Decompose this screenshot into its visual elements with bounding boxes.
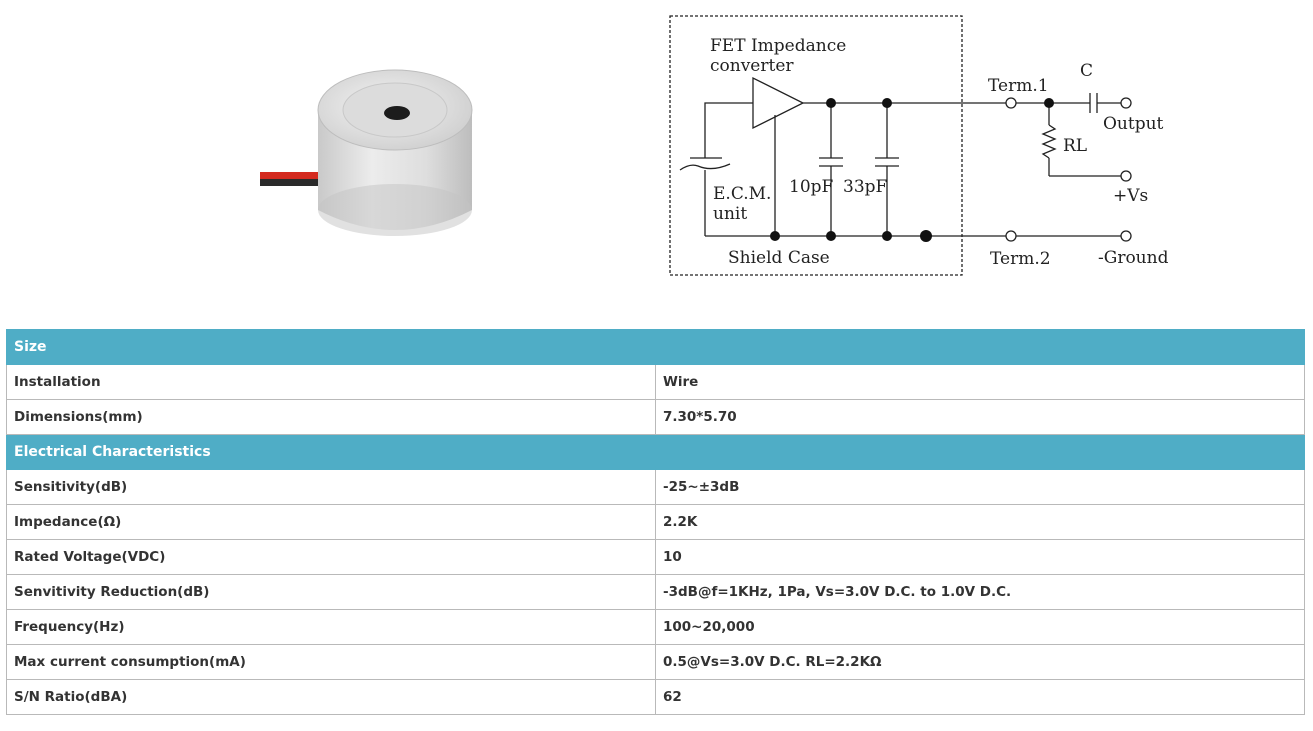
spec-label: Max current consumption(mA) [6,644,656,680]
spec-label: S/N Ratio(dBA) [6,679,656,715]
term1-label: Term.1 [988,76,1049,96]
spec-value: -3dB@f=1KHz, 1Pa, Vs=3.0V D.C. to 1.0V D… [655,574,1305,610]
spec-label: Impedance(Ω) [6,504,656,540]
ground-label: -Ground [1098,248,1169,268]
capacitor-33pf-label: 33pF [843,177,888,197]
table-row: Installation Wire [6,364,1305,400]
spec-value: 2.2K [655,504,1305,540]
spec-value: 10 [655,539,1305,575]
spec-value: Wire [655,364,1305,400]
table-row: Rated Voltage(VDC) 10 [6,539,1305,575]
table-row: Dimensions(mm) 7.30*5.70 [6,399,1305,435]
product-header: FET Impedance converter Term.1 C Output … [0,0,1313,325]
section-title: Size [6,329,1305,365]
section-header-size: Size [6,329,1305,365]
spec-value: 62 [655,679,1305,715]
microphone-photo [260,69,473,236]
term2-label: Term.2 [990,249,1051,269]
table-row: Senvitivity Reduction(dB) -3dB@f=1KHz, 1… [6,574,1305,610]
section-title: Electrical Characteristics [6,434,1305,470]
red-wire [260,172,330,180]
spec-value: -25~±3dB [655,469,1305,505]
capacitor-c-label: C [1080,61,1093,81]
table-row: Sensitivity(dB) -25~±3dB [6,469,1305,505]
table-row: Max current consumption(mA) 0.5@Vs=3.0V … [6,644,1305,680]
rl-label: RL [1063,136,1087,156]
shield-case-label: Shield Case [728,248,830,268]
spec-label: Sensitivity(dB) [6,469,656,505]
spec-value: 7.30*5.70 [655,399,1305,435]
ecm-label-line2: unit [713,204,747,224]
vs-label: +Vs [1113,186,1148,206]
spec-table: Size Installation Wire Dimensions(mm) 7.… [6,329,1305,715]
fet-label-line1: FET Impedance [710,36,846,56]
table-row: Frequency(Hz) 100~20,000 [6,609,1305,645]
spec-label: Rated Voltage(VDC) [6,539,656,575]
capacitor-10pf-label: 10pF [789,177,834,197]
fet-label-line2: converter [710,56,794,76]
spec-label: Senvitivity Reduction(dB) [6,574,656,610]
spec-value: 100~20,000 [655,609,1305,645]
table-row: S/N Ratio(dBA) 62 [6,679,1305,715]
spec-label: Dimensions(mm) [6,399,656,435]
spec-label: Installation [6,364,656,400]
ecm-label-line1: E.C.M. [713,184,771,204]
spec-label: Frequency(Hz) [6,609,656,645]
sound-port [384,106,410,120]
circuit-diagram: FET Impedance converter Term.1 C Output … [669,15,1169,276]
black-wire [260,179,330,186]
output-label: Output [1103,114,1164,134]
section-header-electrical: Electrical Characteristics [6,434,1305,470]
spec-value: 0.5@Vs=3.0V D.C. RL=2.2KΩ [655,644,1305,680]
table-row: Impedance(Ω) 2.2K [6,504,1305,540]
